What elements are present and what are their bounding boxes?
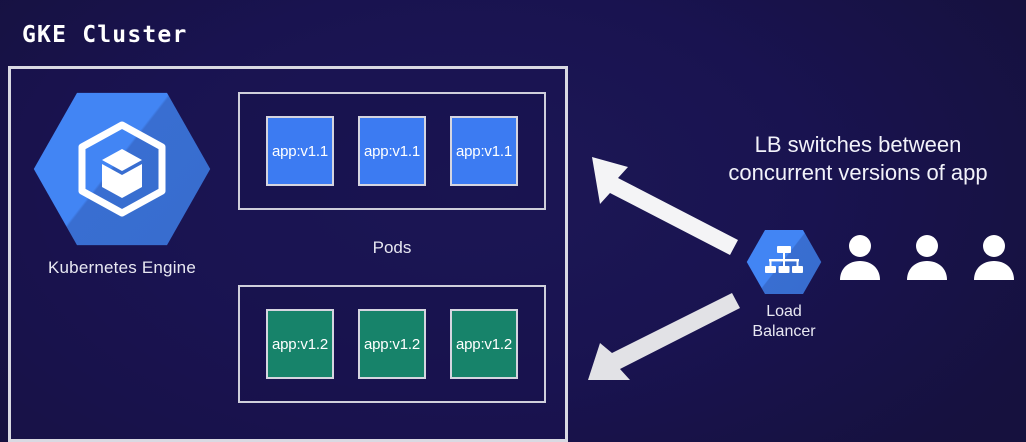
callout-line-2: concurrent versions of app: [728, 160, 988, 186]
hierarchy-glyph: [765, 246, 803, 273]
pod-item: app:v1.1: [266, 116, 334, 186]
load-balancer-label: Load Balancer: [738, 302, 830, 341]
pod-group-v11: app:v1.1 app:v1.1 app:v1.1: [238, 92, 546, 210]
cube-glyph: [78, 121, 166, 217]
pod-item: app:v1.2: [266, 309, 334, 379]
load-balancer-label-line-1: Load: [766, 303, 802, 320]
pod-item: app:v1.2: [358, 309, 426, 379]
page-title: GKE Cluster: [22, 22, 188, 48]
users-group: [836, 232, 1018, 280]
user-person-icon: [974, 235, 1014, 280]
callout-text: LB switches between concurrent versions …: [690, 131, 1026, 187]
pod-item: app:v1.1: [450, 116, 518, 186]
pod-item: app:v1.1: [358, 116, 426, 186]
user-person-icon: [907, 235, 947, 280]
load-balancer-node: Load Balancer: [738, 228, 830, 341]
kubernetes-engine-hexagon-icon: [32, 88, 212, 250]
kubernetes-engine-node: Kubernetes Engine: [26, 88, 218, 278]
kubernetes-engine-label: Kubernetes Engine: [47, 258, 196, 277]
pods-label: Pods: [372, 238, 412, 257]
load-balancer-label-line-2: Balancer: [752, 322, 816, 340]
arrow-to-v12-pods: [588, 293, 740, 380]
user-person-icon: [840, 235, 880, 280]
pod-group-v12: app:v1.2 app:v1.2 app:v1.2: [238, 285, 546, 403]
callout-line-1: LB switches between: [754, 132, 962, 157]
pod-item: app:v1.2: [450, 309, 518, 379]
load-balancer-hexagon-icon: [746, 228, 822, 296]
